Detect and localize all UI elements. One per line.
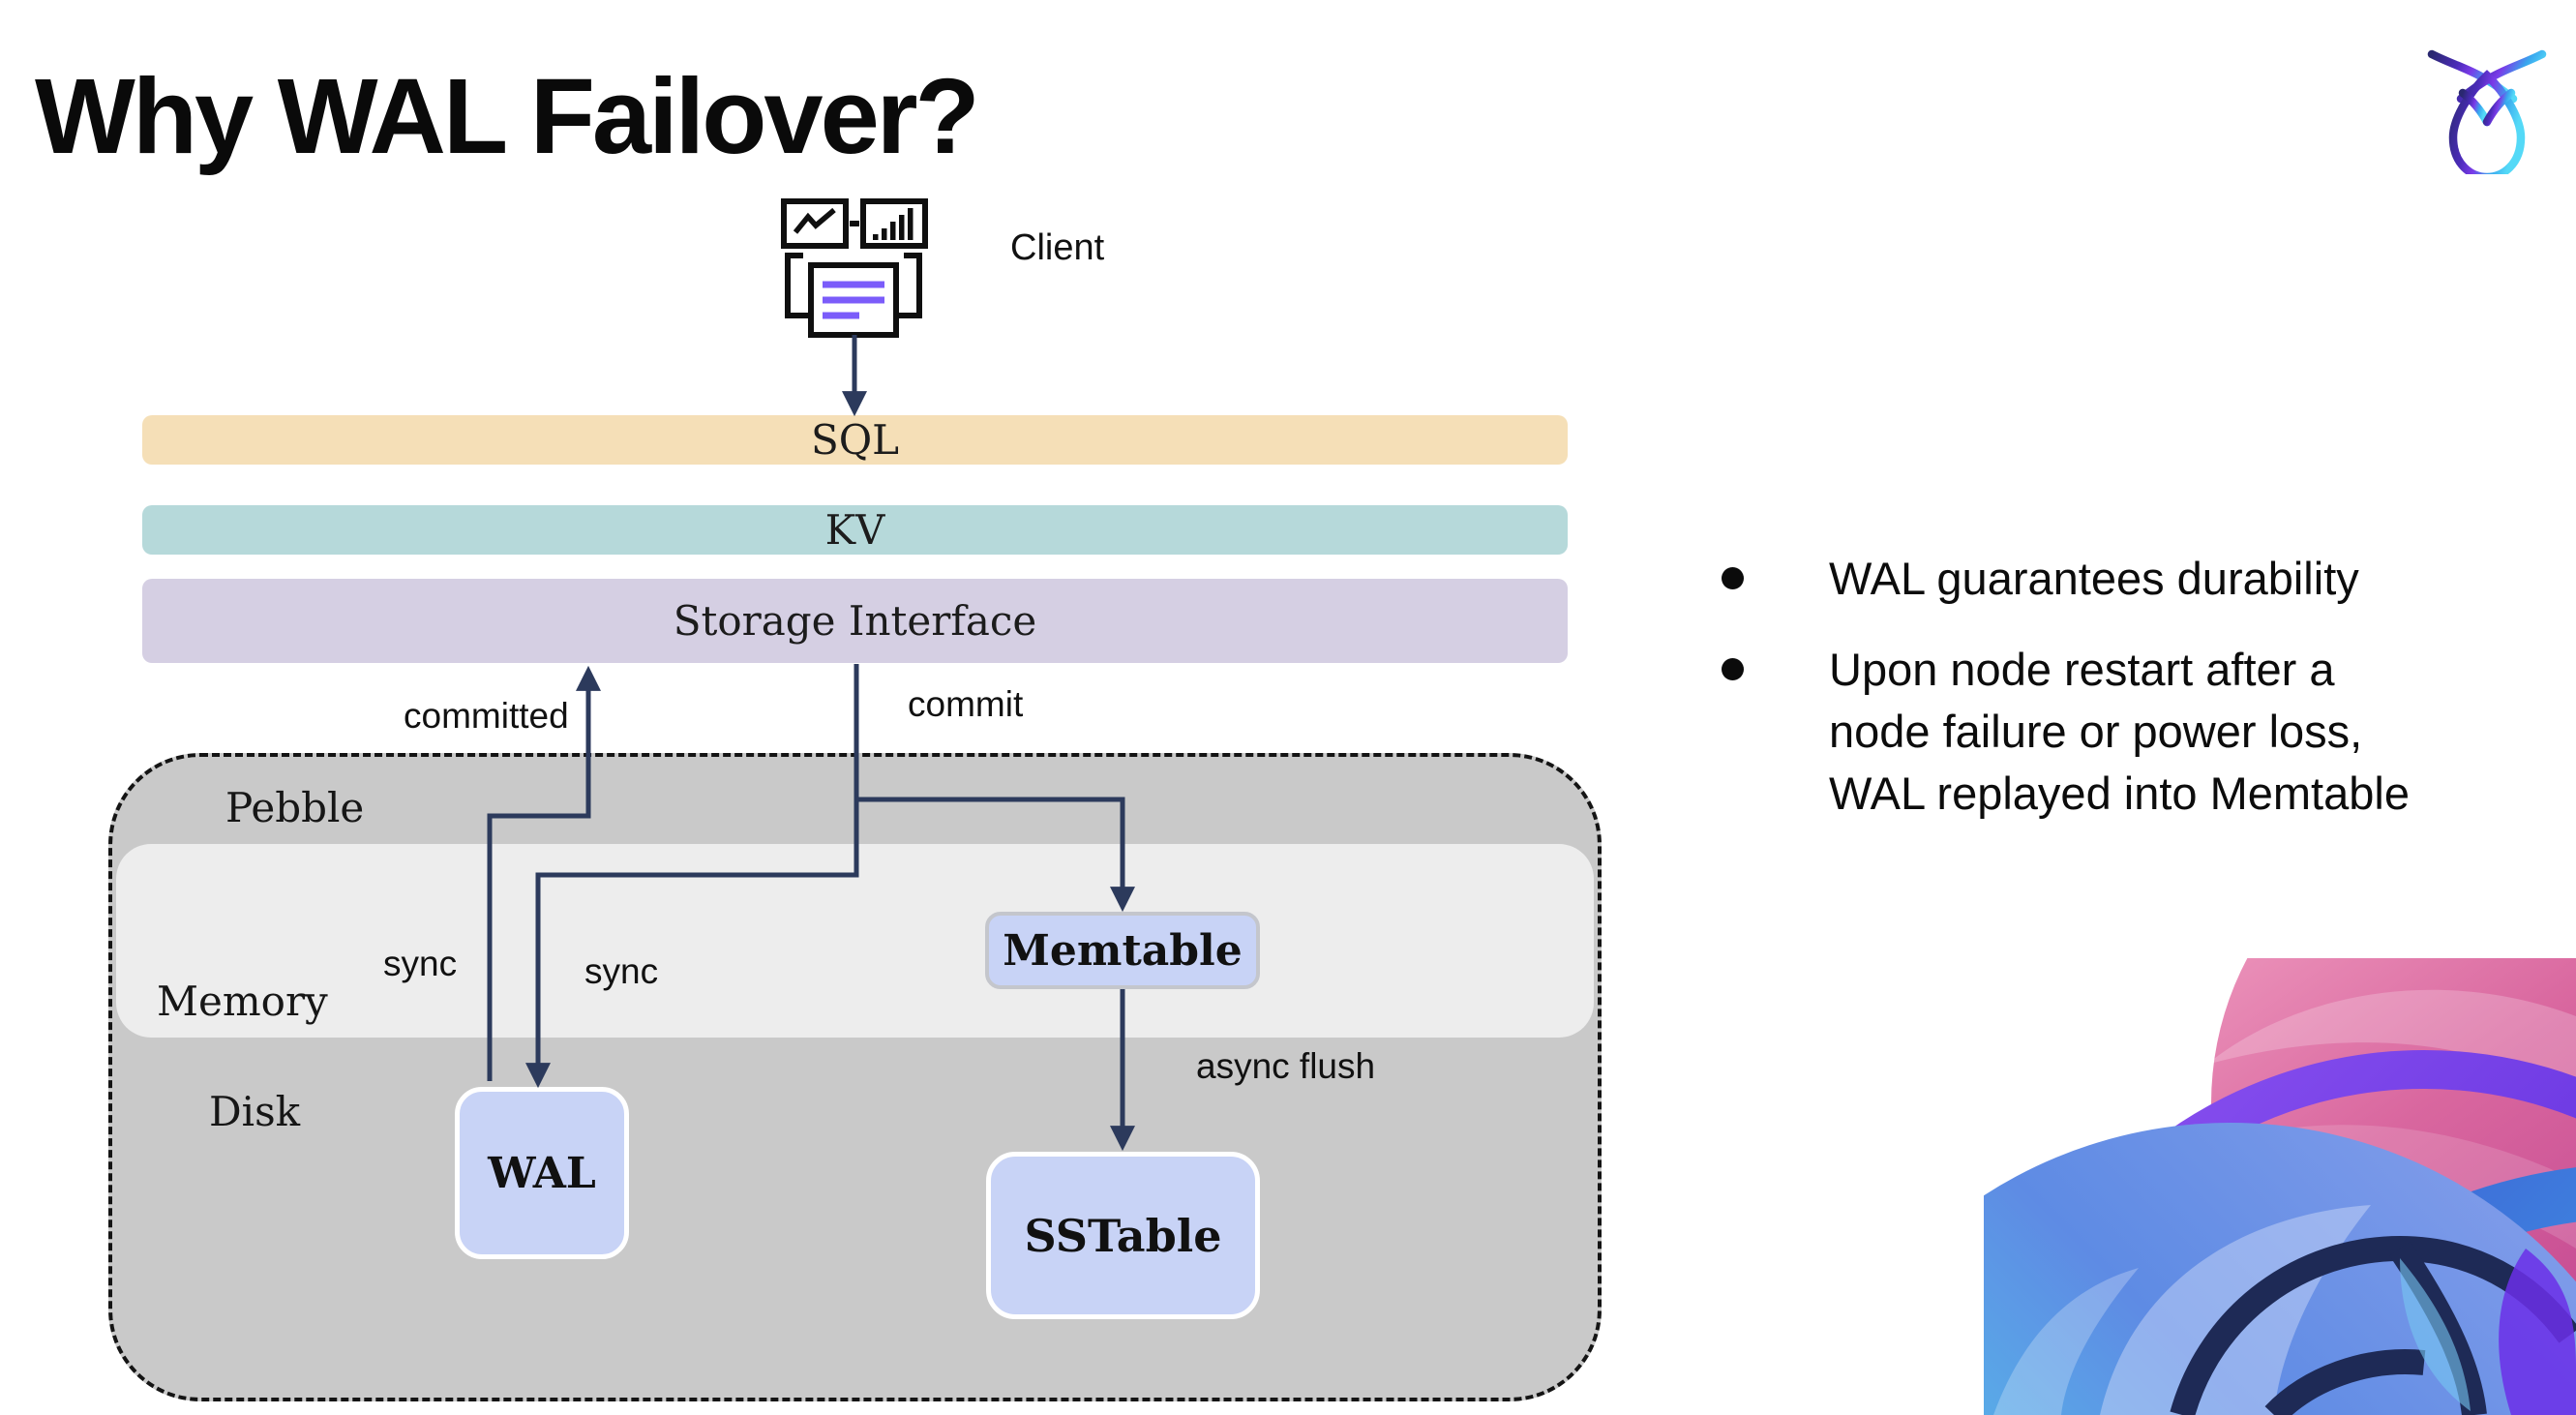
memtable-node: Memtable — [985, 912, 1260, 989]
client-icon — [776, 197, 931, 338]
memory-label: Memory — [157, 978, 328, 1025]
client-label: Client — [1010, 227, 1105, 268]
layer-kv: KV — [142, 505, 1568, 555]
sstable-node-label: SSTable — [1024, 1209, 1222, 1262]
layer-sql: SQL — [142, 415, 1568, 465]
memtable-node-label: Memtable — [1003, 925, 1243, 976]
bullet-list: WAL guarantees durability Upon node rest… — [1722, 548, 2576, 825]
bullet-text: Upon node restart after a node failure o… — [1829, 644, 2410, 819]
page-title: Why WAL Failover? — [35, 57, 980, 176]
wal-node: WAL — [455, 1087, 629, 1259]
sstable-node: SSTable — [986, 1152, 1260, 1319]
wal-node-label: WAL — [488, 1148, 596, 1198]
list-item: WAL guarantees durability — [1722, 548, 2576, 610]
memory-region — [116, 844, 1594, 1038]
brand-decoration — [1984, 958, 2576, 1415]
disk-label: Disk — [209, 1088, 301, 1135]
layer-storage-interface: Storage Interface — [142, 579, 1568, 663]
bullet-dot-icon — [1722, 658, 1744, 680]
bullet-dot-icon — [1722, 567, 1744, 589]
layer-storage-interface-label: Storage Interface — [673, 597, 1037, 645]
edge-label-sync-commit: sync — [584, 951, 659, 991]
layer-sql-label: SQL — [810, 416, 900, 464]
edge-label-sync-wal: sync — [383, 944, 458, 983]
layer-kv-label: KV — [824, 506, 885, 554]
edge-label-committed: committed — [404, 696, 569, 736]
bullet-text: WAL guarantees durability — [1829, 553, 2359, 604]
list-item: Upon node restart after a node failure o… — [1722, 639, 2576, 825]
edge-label-commit: commit — [908, 684, 1024, 724]
edge-label-async-flush: async flush — [1196, 1046, 1376, 1086]
pebble-label: Pebble — [225, 784, 365, 831]
cockroachdb-logo-icon — [2424, 29, 2550, 174]
